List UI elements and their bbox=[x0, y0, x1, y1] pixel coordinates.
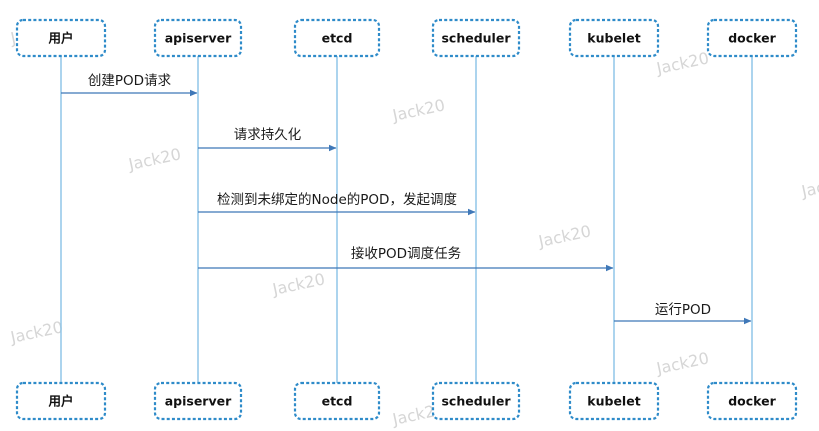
watermark-text: Jack20 bbox=[799, 171, 819, 201]
actor-box-user-top: 用户 bbox=[15, 18, 107, 58]
actor-box-border bbox=[293, 381, 381, 421]
message-3: 检测到未绑定的Node的POD，发起调度 bbox=[198, 192, 476, 216]
actor-label-scheduler: scheduler bbox=[441, 394, 511, 409]
actor-label-apiserver: apiserver bbox=[165, 394, 232, 409]
actor-box-border bbox=[706, 381, 798, 421]
actor-label-scheduler: scheduler bbox=[441, 31, 511, 46]
actor-box-docker-top: docker bbox=[706, 18, 798, 58]
watermark-text: Jack20 bbox=[126, 144, 183, 174]
message-5: 运行POD bbox=[614, 302, 752, 325]
actor-label-user: 用户 bbox=[47, 31, 73, 46]
message-4: 接收POD调度任务 bbox=[198, 245, 614, 272]
actor-box-kubelet-top: kubelet bbox=[568, 18, 660, 58]
actor-box-border bbox=[15, 18, 107, 58]
actor-box-etcd-top: etcd bbox=[293, 18, 381, 58]
actor-box-border bbox=[568, 381, 660, 421]
actor-row-bottom: 用户 apiserver etcd scheduler kubelet docker bbox=[15, 381, 798, 421]
message-label: 请求持久化 bbox=[234, 127, 302, 143]
actor-box-user-bottom: 用户 bbox=[15, 381, 107, 421]
message-label: 运行POD bbox=[655, 302, 711, 318]
actor-box-apiserver-top: apiserver bbox=[153, 18, 243, 58]
actor-label-kubelet: kubelet bbox=[587, 31, 640, 46]
watermark-text: Jack20 bbox=[270, 269, 327, 299]
actor-box-apiserver-bottom: apiserver bbox=[153, 381, 243, 421]
actor-label-etcd: etcd bbox=[322, 31, 353, 46]
actor-box-docker-bottom: docker bbox=[706, 381, 798, 421]
message-label: 接收POD调度任务 bbox=[351, 245, 461, 262]
actor-box-kubelet-bottom: kubelet bbox=[568, 381, 660, 421]
message-label: 检测到未绑定的Node的POD，发起调度 bbox=[217, 192, 457, 208]
actor-row-top: 用户 apiserver etcd scheduler kubelet docker bbox=[15, 18, 798, 58]
actor-box-border bbox=[706, 18, 798, 58]
messages: 创建POD请求请求持久化检测到未绑定的Node的POD，发起调度接收POD调度任… bbox=[61, 73, 752, 325]
message-1: 创建POD请求 bbox=[61, 73, 198, 97]
lifelines bbox=[60, 56, 753, 383]
watermark-text: Jack20 bbox=[654, 348, 711, 378]
actor-label-apiserver: apiserver bbox=[165, 31, 232, 46]
watermark-text: Jack20 bbox=[8, 317, 65, 347]
actor-box-border bbox=[15, 381, 107, 421]
watermark-text: Jack20 bbox=[390, 95, 447, 125]
actor-label-kubelet: kubelet bbox=[587, 394, 640, 409]
message-2: 请求持久化 bbox=[198, 127, 337, 152]
watermark-text: Jack20 bbox=[654, 48, 711, 78]
actor-label-user: 用户 bbox=[47, 394, 73, 409]
actor-box-border bbox=[568, 18, 660, 58]
watermark-text: Jack20 bbox=[536, 221, 593, 251]
actor-box-border bbox=[431, 381, 521, 421]
actor-box-border bbox=[153, 18, 243, 58]
actor-label-docker: docker bbox=[728, 394, 776, 409]
actor-label-etcd: etcd bbox=[322, 394, 353, 409]
actor-box-scheduler-bottom: scheduler bbox=[431, 381, 521, 421]
actor-box-border bbox=[153, 381, 243, 421]
actor-box-border bbox=[293, 18, 381, 58]
actor-label-docker: docker bbox=[728, 31, 776, 46]
message-label: 创建POD请求 bbox=[88, 73, 172, 89]
actor-box-scheduler-top: scheduler bbox=[431, 18, 521, 58]
actor-box-etcd-bottom: etcd bbox=[293, 381, 381, 421]
actor-box-border bbox=[431, 18, 521, 58]
